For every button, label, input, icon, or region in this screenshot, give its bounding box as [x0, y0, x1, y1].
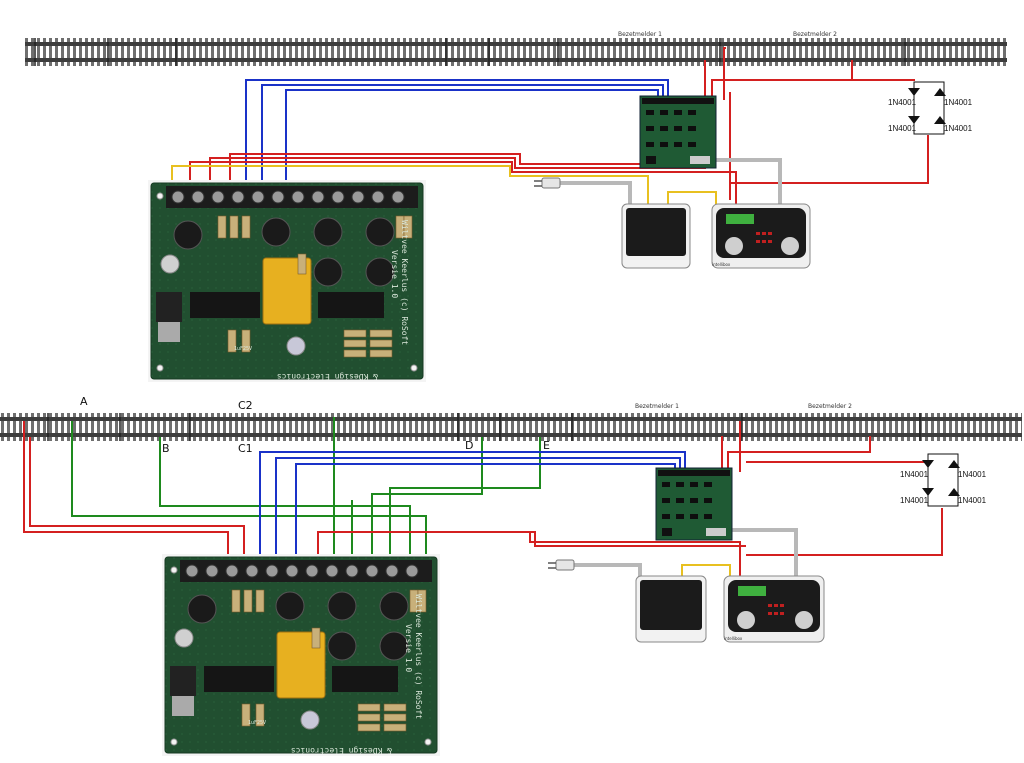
- bottom-transformer: [635, 575, 707, 643]
- top-diode-bridge: 1N4001 1N4001 1N4001 1N4001: [888, 81, 973, 135]
- top-diode-label-2: 1N4001: [944, 98, 973, 107]
- bottom-diode-label-4: 1N4001: [958, 496, 987, 505]
- bottom-feedback-module: [655, 467, 733, 541]
- bottom-track: Bezetmelder 1 Bezetmelder 2 A B C2 C1 D …: [0, 395, 1022, 455]
- top-controller: intellibox: [711, 203, 811, 269]
- top-controller-brand: intellibox: [712, 262, 731, 267]
- bottom-diode-bridge: 1N4001 1N4001 1N4001 1N4001: [900, 453, 987, 507]
- bottom-diode-label-3: 1N4001: [900, 496, 929, 505]
- top-transformer: [621, 203, 691, 269]
- bottom-diode-label-1: 1N4001: [900, 470, 929, 479]
- top-power-plug: [534, 177, 561, 189]
- top-diagram: Bezetmelder 1 Bezetmelder 2: [25, 31, 1007, 383]
- point-b-label: B: [162, 442, 170, 455]
- bottom-module-line3: & KDesign Electronics: [291, 746, 392, 755]
- bottom-power-plug: [548, 559, 575, 571]
- bottom-module-line1: Wiltvee Keerlus (c) RoSoft: [414, 594, 423, 719]
- bottom-controller-brand: intellibox: [724, 636, 743, 641]
- point-c2-label: C2: [238, 399, 253, 412]
- top-module-line2: Versie 1.0: [390, 250, 399, 298]
- bottom-module-line2: Versie 1.0: [404, 624, 413, 672]
- top-feedback-module: [639, 95, 717, 169]
- point-d-label: D: [465, 439, 473, 452]
- top-diode-label-4: 1N4001: [944, 124, 973, 133]
- top-bezetmelder-2-label: Bezetmelder 2: [793, 31, 837, 38]
- bottom-diode-label-2: 1N4001: [958, 470, 987, 479]
- top-wires: [171, 47, 929, 205]
- top-module-cap-label: 1uF25V: [234, 346, 252, 352]
- point-c1-label: C1: [238, 442, 253, 455]
- bottom-controller: intellibox: [723, 575, 825, 643]
- top-track: Bezetmelder 1 Bezetmelder 2: [25, 31, 1007, 66]
- top-module-line3: & KDesign Electronics: [277, 372, 378, 381]
- top-diode-label-3: 1N4001: [888, 124, 917, 133]
- top-bezetmelder-1-label: Bezetmelder 1: [618, 31, 662, 38]
- point-a-label: A: [80, 395, 88, 408]
- top-reverse-loop-module: Wiltvee Keerlus (c) RoSoft Versie 1.0 & …: [147, 179, 427, 383]
- bottom-reverse-loop-module: Wiltvee Keerlus (c) RoSoft Versie 1.0 & …: [161, 553, 441, 757]
- top-module-line1: Wiltvee Keerlus (c) RoSoft: [400, 220, 409, 345]
- top-diode-label-1: 1N4001: [888, 98, 917, 107]
- bottom-bezetmelder-2-label: Bezetmelder 2: [808, 403, 852, 410]
- bottom-module-cap-label: 1uF25V: [248, 720, 266, 726]
- point-e-label: E: [543, 439, 550, 452]
- bottom-bezetmelder-1-label: Bezetmelder 1: [635, 403, 679, 410]
- bottom-diagram: Bezetmelder 1 Bezetmelder 2 A B C2 C1 D …: [0, 395, 1022, 757]
